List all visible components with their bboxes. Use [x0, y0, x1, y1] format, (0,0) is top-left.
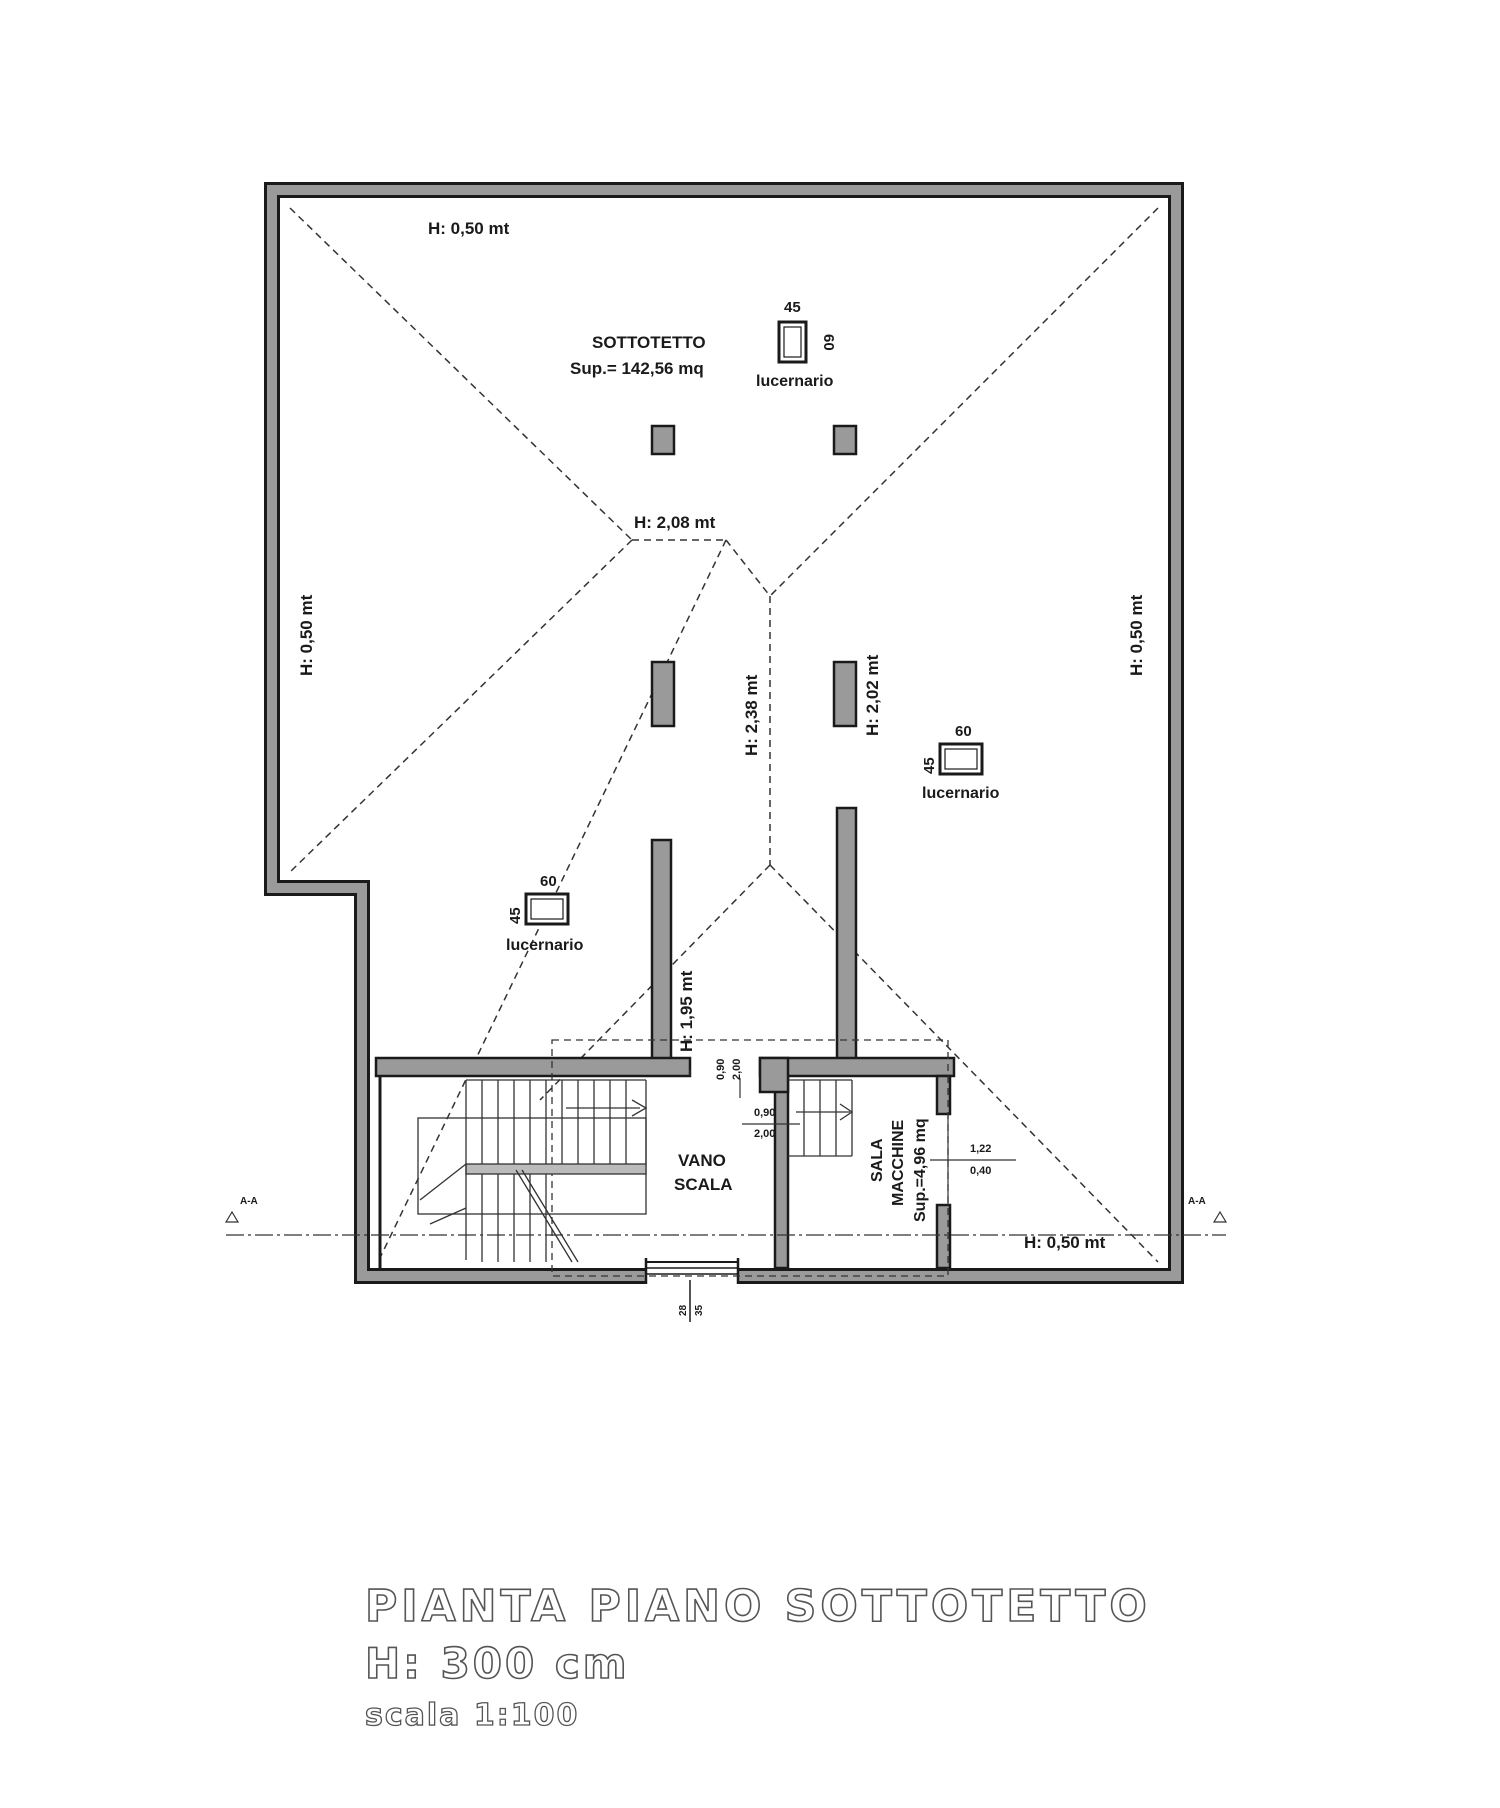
skylight-top-width: 45 [784, 299, 801, 316]
height-ridge: H: 2,08 mt [634, 513, 716, 532]
room-sala-line1: SALA [869, 1138, 886, 1182]
door1-width: 0,90 [715, 1059, 727, 1080]
skylight-right [938, 742, 984, 776]
plan-title: PIANTA PIANO SOTTOTETTO [364, 1581, 1151, 1632]
bottom-dim-a: 28 [678, 1304, 689, 1316]
skylight-left [524, 892, 570, 926]
door2-height: 2,00 [754, 1128, 775, 1140]
skylight-right-height: 45 [921, 757, 938, 774]
door1-height: 2,00 [731, 1059, 743, 1080]
main-stair [417, 1079, 648, 1263]
height-corridor: H: 1,95 mt [677, 970, 696, 1052]
room-sala-line2: MACCHINE [890, 1119, 907, 1206]
height-right: H: 0,50 mt [1127, 594, 1146, 676]
room-vano-line1: VANO [678, 1151, 726, 1170]
skylight-top-label: lucernario [756, 373, 834, 390]
height-bottom-right: H: 0,50 mt [1024, 1233, 1106, 1252]
window-height: 0,40 [970, 1165, 991, 1177]
height-top: H: 0,50 mt [428, 219, 510, 238]
skylight-left-width: 60 [540, 873, 557, 890]
window-width: 1,22 [970, 1143, 991, 1155]
room-sottotetto-name: SOTTOTETTO [592, 333, 706, 352]
skylight-top [777, 320, 808, 364]
plan-scale: scala 1:100 [364, 1698, 580, 1733]
section-left-label: A-A [240, 1196, 258, 1207]
room-sala-area: Sup.=4,96 mq [912, 1118, 929, 1222]
plan-height: H: 300 cm [364, 1639, 630, 1688]
door2-width: 0,90 [754, 1107, 775, 1119]
roof-lines [289, 207, 1159, 1263]
small-stair [788, 1079, 854, 1157]
height-chimney: H: 2,02 mt [863, 654, 882, 736]
room-vano-line2: SCALA [674, 1175, 733, 1194]
section-line [224, 1210, 1228, 1236]
interior-walls [374, 424, 956, 1270]
stair-dashed-outline [551, 1039, 949, 1277]
bottom-dim-b: 35 [694, 1304, 705, 1316]
skylight-top-height: 60 [820, 334, 837, 351]
skylight-left-label: lucernario [506, 937, 584, 954]
bottom-opening [644, 1258, 740, 1322]
title-block: PIANTA PIANO SOTTOTETTO H: 300 cm scala … [364, 1581, 1151, 1733]
outer-wall [264, 182, 1184, 1284]
section-right-label: A-A [1188, 1196, 1206, 1207]
skylight-right-width: 60 [955, 723, 972, 740]
skylight-left-height: 45 [507, 907, 524, 924]
outer-wall-core [267, 185, 1181, 1281]
height-center: H: 2,38 mt [742, 674, 761, 756]
height-left: H: 0,50 mt [297, 594, 316, 676]
room-sottotetto-area: Sup.= 142,56 mq [570, 359, 704, 378]
door-markers [689, 1070, 1016, 1205]
skylight-right-label: lucernario [922, 785, 1000, 802]
